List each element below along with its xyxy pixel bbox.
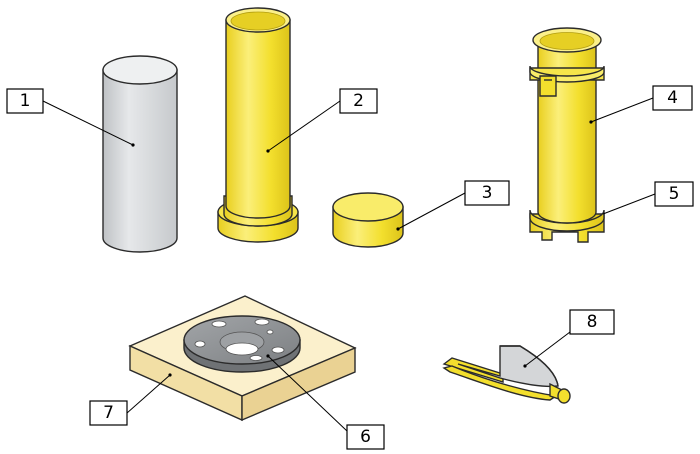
callout-1-text: 1 xyxy=(20,91,31,111)
callout-8: 8 xyxy=(569,309,615,335)
part-2-yellow-tube xyxy=(217,7,299,243)
leader-lines xyxy=(42,97,656,432)
leader-1 xyxy=(42,100,134,146)
callout-1: 1 xyxy=(6,88,44,114)
callout-5-text: 5 xyxy=(669,184,680,204)
leader-5 xyxy=(602,193,656,215)
part-3-yellow-cap xyxy=(332,192,404,248)
leader-3 xyxy=(397,192,466,230)
leader-4 xyxy=(590,97,654,123)
callout-7: 7 xyxy=(89,400,128,426)
callout-5: 5 xyxy=(654,181,694,207)
leader-6 xyxy=(267,355,348,432)
callout-2: 2 xyxy=(339,88,378,114)
callout-8-text: 8 xyxy=(587,312,598,332)
leader-8 xyxy=(524,331,571,367)
part-1-gray-cylinder xyxy=(102,55,178,253)
callout-6-text: 6 xyxy=(360,427,371,447)
part-6-gray-plate xyxy=(183,315,301,373)
leader-2 xyxy=(267,100,341,152)
callout-4: 4 xyxy=(652,85,693,111)
leader-7 xyxy=(126,374,171,414)
callout-4-text: 4 xyxy=(667,88,678,108)
callout-3: 3 xyxy=(464,180,510,206)
callout-7-text: 7 xyxy=(103,403,114,423)
callout-6: 6 xyxy=(346,424,385,450)
part-4-assembled-tube xyxy=(529,27,605,243)
callout-3-text: 3 xyxy=(482,183,493,203)
callout-2-text: 2 xyxy=(353,91,364,111)
part-8-curved-tray xyxy=(442,345,571,404)
